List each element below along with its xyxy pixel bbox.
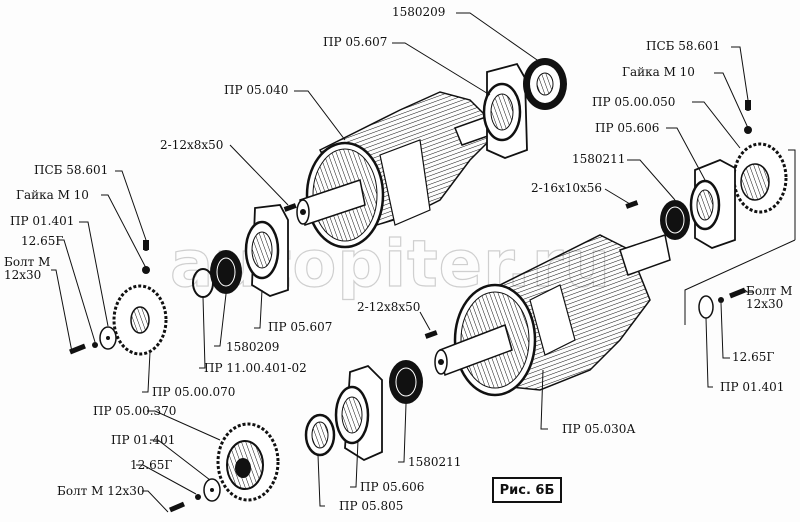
label-lower-flange: ПР 05.606: [360, 480, 425, 494]
bottom-lockwasher: [195, 494, 201, 500]
lower-right-washer: [698, 295, 714, 319]
left-flange: [244, 204, 289, 297]
bottom-sprocket: [216, 422, 280, 502]
lower-right-bolt: [729, 287, 746, 299]
label-lower-right-lockwasher: 12.65Г: [732, 350, 775, 364]
label-lower-right-bolt: Болт М 12x30: [746, 284, 793, 311]
lower-flange: [334, 364, 383, 462]
bottom-bolt: [169, 501, 185, 513]
label-right-key: 2-16x10x56: [531, 181, 603, 195]
top-bearing: [523, 58, 567, 110]
top-flange: [482, 62, 528, 159]
right-flange: [689, 159, 736, 249]
label-left-bolt: Болт М 12x30: [4, 255, 51, 282]
lower-rotor: [434, 234, 671, 397]
label-top-flange: ПР 05.607: [323, 35, 388, 49]
right-nut: [744, 126, 752, 134]
left-bolt: [69, 343, 86, 355]
label-right-nut: Гайка М 10: [622, 65, 695, 79]
left-ring: [192, 268, 214, 298]
label-left-ring: ПР 11.00.401-02: [204, 361, 307, 375]
label-lower-right-washer: ПР 01.401: [720, 380, 785, 394]
right-sprocket: [732, 142, 788, 214]
left-lockwasher: [92, 342, 98, 348]
label-left-bearing: 1580209: [226, 340, 280, 354]
label-upper-key: 2-12x8x50: [160, 138, 224, 152]
bracket-line: [684, 239, 796, 325]
label-bottom-bolt: Болт М 12x30: [57, 484, 145, 498]
label-bottom-sprocket: ПР 05.00.370: [93, 404, 177, 418]
left-nut: [142, 266, 150, 274]
label-lower-key: 2-12x8x50: [357, 300, 421, 314]
label-left-sprocket: ПР 05.00.070: [152, 385, 236, 399]
label-right-bearing: 1580211: [572, 152, 626, 166]
label-left-screw: ПСБ 58.601: [34, 163, 109, 177]
label-top-bearing: 1580209: [392, 5, 446, 19]
label-bottom-lockwasher: 12.65Г: [130, 458, 173, 472]
label-upper-rotor: ПР 05.040: [224, 83, 289, 97]
right-bearing: [660, 200, 690, 240]
label-left-washer: ПР 01.401: [10, 214, 75, 228]
right-screw-head: [745, 100, 751, 110]
label-left-flange: ПР 05.607: [268, 320, 333, 334]
left-sprocket: [112, 284, 168, 356]
figure-caption: Рис. 6Б: [492, 477, 562, 503]
label-bottom-washer: ПР 01.401: [111, 433, 176, 447]
label-left-nut: Гайка М 10: [16, 188, 89, 202]
label-right-sprocket: ПР 05.00.050: [592, 95, 676, 109]
label-lower-bearing: 1580211: [408, 455, 462, 469]
leader-lines: [51, 12, 753, 513]
label-left-lockwasher: 12.65Г: [21, 234, 64, 248]
label-right-flange: ПР 05.606: [595, 121, 660, 135]
upper-key: [283, 203, 297, 212]
label-right-screw: ПСБ 58.601: [646, 39, 721, 53]
label-lower-rotor: ПР 05.030А: [562, 422, 636, 436]
lower-right-lockwasher: [718, 297, 724, 303]
right-key: [625, 200, 639, 209]
label-lower-bushing: ПР 05.805: [339, 499, 404, 513]
left-bearing: [210, 250, 242, 294]
lower-bearing: [389, 360, 423, 404]
lower-bushing: [304, 413, 336, 457]
lower-key: [424, 330, 438, 339]
upper-rotor: [296, 91, 506, 249]
